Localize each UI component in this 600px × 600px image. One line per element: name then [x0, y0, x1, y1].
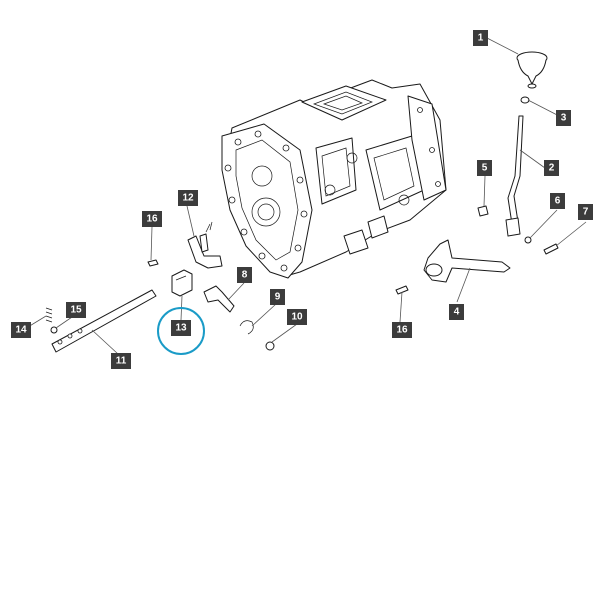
- detent-spring: [45, 307, 53, 323]
- callout-13: 13: [171, 320, 191, 336]
- svg-text:11: 11: [116, 356, 127, 367]
- svg-text:13: 13: [175, 323, 187, 334]
- roll-pin-right: [395, 285, 409, 295]
- svg-text:4: 4: [454, 307, 460, 318]
- svg-text:8: 8: [242, 270, 248, 281]
- callout-15: 15: [66, 302, 86, 318]
- leader-lines: [27, 37, 587, 355]
- callout-5: 5: [477, 160, 492, 176]
- callout-8: 8: [237, 267, 252, 283]
- gear-lever: [505, 115, 524, 237]
- callout-2: 2: [544, 160, 559, 176]
- svg-text:10: 10: [291, 312, 303, 323]
- svg-text:12: 12: [182, 193, 194, 204]
- highlight-ring: [157, 307, 205, 355]
- svg-text:5: 5: [482, 163, 488, 174]
- callout-6: 6: [550, 193, 565, 209]
- svg-text:7: 7: [583, 207, 589, 218]
- washer-part-6: [524, 236, 532, 244]
- svg-text:3: 3: [561, 113, 567, 124]
- callout-10: 10: [287, 309, 307, 325]
- shift-rail: [51, 289, 157, 353]
- roll-pin-left: [147, 259, 159, 267]
- spring-clip: [239, 320, 254, 335]
- svg-text:16: 16: [146, 214, 158, 225]
- cotter-pin-part-7: [543, 243, 559, 255]
- callout-4: 4: [449, 304, 464, 320]
- callout-12: 12: [178, 190, 198, 206]
- svg-text:16: 16: [396, 325, 408, 336]
- svg-text:14: 14: [15, 325, 27, 336]
- svg-text:9: 9: [275, 292, 281, 303]
- svg-text:15: 15: [70, 305, 82, 316]
- callout-9: 9: [270, 289, 285, 305]
- shift-fork: [187, 221, 223, 269]
- selector-block: [171, 269, 193, 297]
- callout-11: 11: [111, 353, 131, 369]
- detent-ball: [50, 326, 58, 334]
- svg-text:2: 2: [549, 163, 555, 174]
- svg-text:6: 6: [555, 196, 561, 207]
- washer-part-3: [520, 96, 530, 104]
- gearbox-housing: [221, 79, 447, 279]
- svg-text:1: 1: [478, 33, 484, 44]
- callout-16-right: 16: [392, 322, 412, 338]
- pin-part-5: [477, 205, 489, 217]
- callout-14: 14: [11, 322, 31, 338]
- callout-1: 1: [473, 30, 488, 46]
- callout-7: 7: [578, 204, 593, 220]
- selector-finger: [203, 285, 235, 313]
- shift-arm: [423, 239, 511, 283]
- callout-3: 3: [556, 110, 571, 126]
- o-ring: [265, 341, 275, 351]
- shift-knob: [516, 51, 548, 89]
- callout-16-left: 16: [142, 211, 162, 227]
